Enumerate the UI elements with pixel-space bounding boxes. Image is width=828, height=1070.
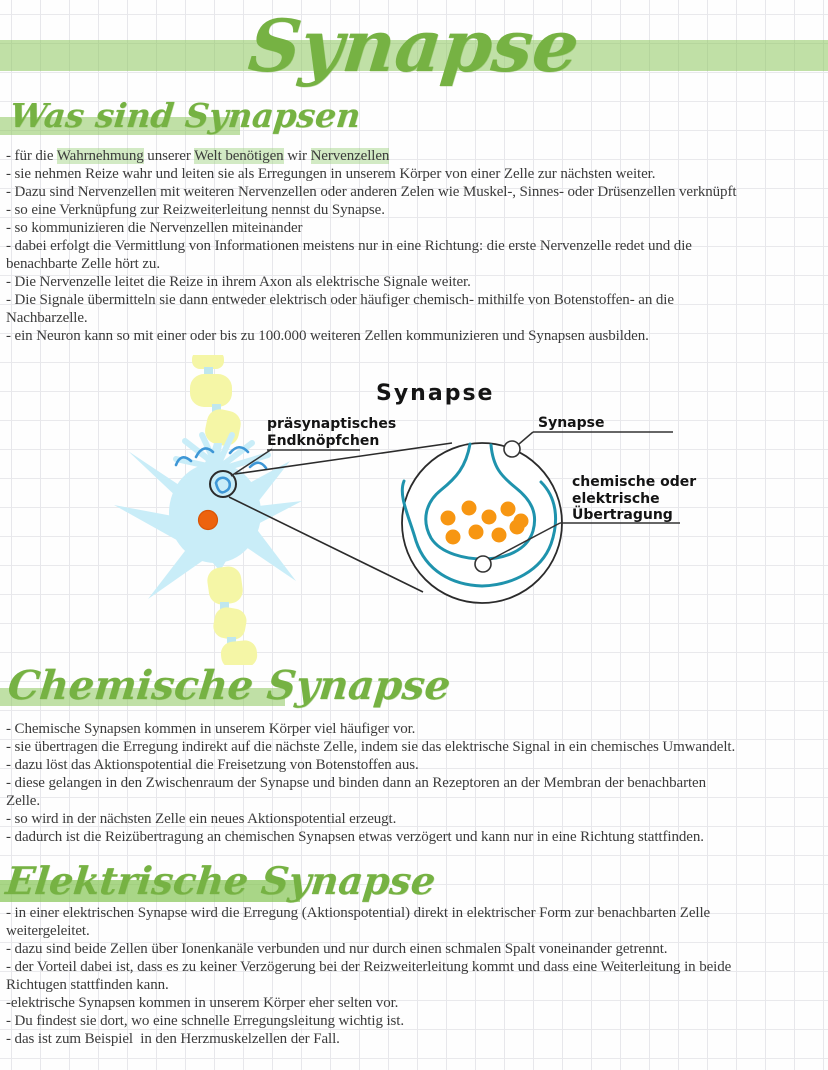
- text-line: - in einer elektrischen Synapse wird die…: [6, 905, 711, 921]
- page-title: Synapse: [244, 3, 584, 88]
- section-heading-chemische-synapse: Chemische Synapse: [5, 662, 453, 709]
- text-line: - so kommunizieren die Nervenzellen mite…: [6, 220, 303, 236]
- plain-text: unserer: [143, 148, 195, 164]
- label-transmission-line1: chemische oder: [572, 474, 696, 490]
- section-text-was-sind-synapsen: - für die Wahrnehmung unserer Welt benöt…: [6, 147, 737, 345]
- text-line: - so wird in der nächsten Zelle ein neue…: [6, 811, 397, 827]
- text-line: - dazu sind beide Zellen über Ionenkanäl…: [6, 941, 668, 957]
- text-line: weitergeleitet.: [6, 923, 90, 939]
- cleft-pointer-circle: [474, 555, 492, 573]
- text-line: - Die Signale übermitteln sie dann entwe…: [6, 292, 674, 308]
- synaptic-boutons: [174, 445, 268, 494]
- text-line: Nachbarzelle.: [6, 310, 88, 326]
- text-line: - dazu löst das Aktionspotential die Fre…: [6, 757, 419, 773]
- zoom-line-top: [234, 442, 453, 475]
- text-line: - dabei erfolgt die Vermittlung von Info…: [6, 238, 692, 254]
- vesicles: [440, 500, 529, 545]
- text-line: - sie nehmen Reize wahr und leiten sie a…: [6, 166, 656, 182]
- myelin-sheath-lower: [207, 566, 258, 665]
- heading-highlight: [0, 880, 300, 902]
- heading-highlight: [0, 688, 285, 706]
- magnifier-circle: [209, 470, 237, 498]
- plain-text: - für die: [6, 148, 57, 164]
- highlighted-text: Nervenzellen: [310, 148, 390, 164]
- highlighted-text: Welt benötigen: [194, 148, 284, 164]
- label-presynaptic-line2: Endknöpfchen: [267, 433, 379, 449]
- myelin-sheath-upper: [190, 355, 241, 446]
- section-heading-was-sind-synapsen: Was sind Synapsen: [7, 96, 363, 135]
- text-line: - Dazu sind Nervenzellen mit weiteren Ne…: [6, 184, 737, 200]
- synapse-diagram: Synapse präsynaptisches Endknöpfchen Syn…: [114, 355, 696, 665]
- text-line: - so eine Verknüpfung zur Reizweiterleit…: [6, 202, 385, 218]
- text-line: - dadurch ist die Reizübertragung an che…: [6, 829, 704, 845]
- section-text-chemische-synapse: - Chemische Synapsen kommen in unserem K…: [6, 720, 735, 846]
- text-line: Zelle.: [6, 793, 40, 809]
- text-line: - ein Neuron kann so mit einer oder bis …: [6, 328, 649, 344]
- label-presynaptic-line1: präsynaptisches: [267, 416, 396, 432]
- label-lines: [230, 431, 680, 561]
- text-line: - diese gelangen in den Zwischenraum der…: [6, 775, 706, 791]
- label-transmission-line3: Übertragung: [572, 505, 673, 523]
- text-line-highlighted: - für die Wahrnehmung unserer Welt benöt…: [6, 147, 736, 165]
- text-line: benachbarte Zelle hört zu.: [6, 256, 160, 272]
- section-heading-elektrische-synapse: Elektrische Synapse: [3, 858, 438, 903]
- section-text-elektrische-synapse: - in einer elektrischen Synapse wird die…: [6, 904, 731, 1048]
- text-line: - sie übertragen die Erregung indirekt a…: [6, 739, 736, 755]
- text-line: - Du findest sie dort, wo eine schnelle …: [6, 1013, 405, 1029]
- text-line: - das ist zum Beispiel in den Herzmuskel…: [6, 1031, 340, 1047]
- highlighted-text: Wahrnehmung: [56, 148, 144, 164]
- label-synapse: Synapse: [538, 415, 604, 431]
- text-line: - Die Nervenzelle leitet die Reize in ih…: [6, 274, 471, 290]
- nucleus: [197, 509, 219, 531]
- text-line: Richtugen stattfinden kann.: [6, 977, 169, 993]
- title-highlight-band: [0, 40, 828, 71]
- text-line: - der Vorteil dabei ist, dass es zu kein…: [6, 959, 732, 975]
- text-line: -elektrische Synapsen kommen in unserem …: [6, 995, 399, 1011]
- heading-highlight: [0, 117, 240, 135]
- plain-text: wir: [283, 148, 311, 164]
- zoom-line-bottom: [228, 496, 424, 593]
- diagram-title: Synapse: [376, 381, 494, 406]
- label-transmission-line2: elektrische: [572, 491, 660, 507]
- text-line: - Chemische Synapsen kommen in unserem K…: [6, 721, 416, 737]
- synapse-pointer-circle: [503, 440, 521, 458]
